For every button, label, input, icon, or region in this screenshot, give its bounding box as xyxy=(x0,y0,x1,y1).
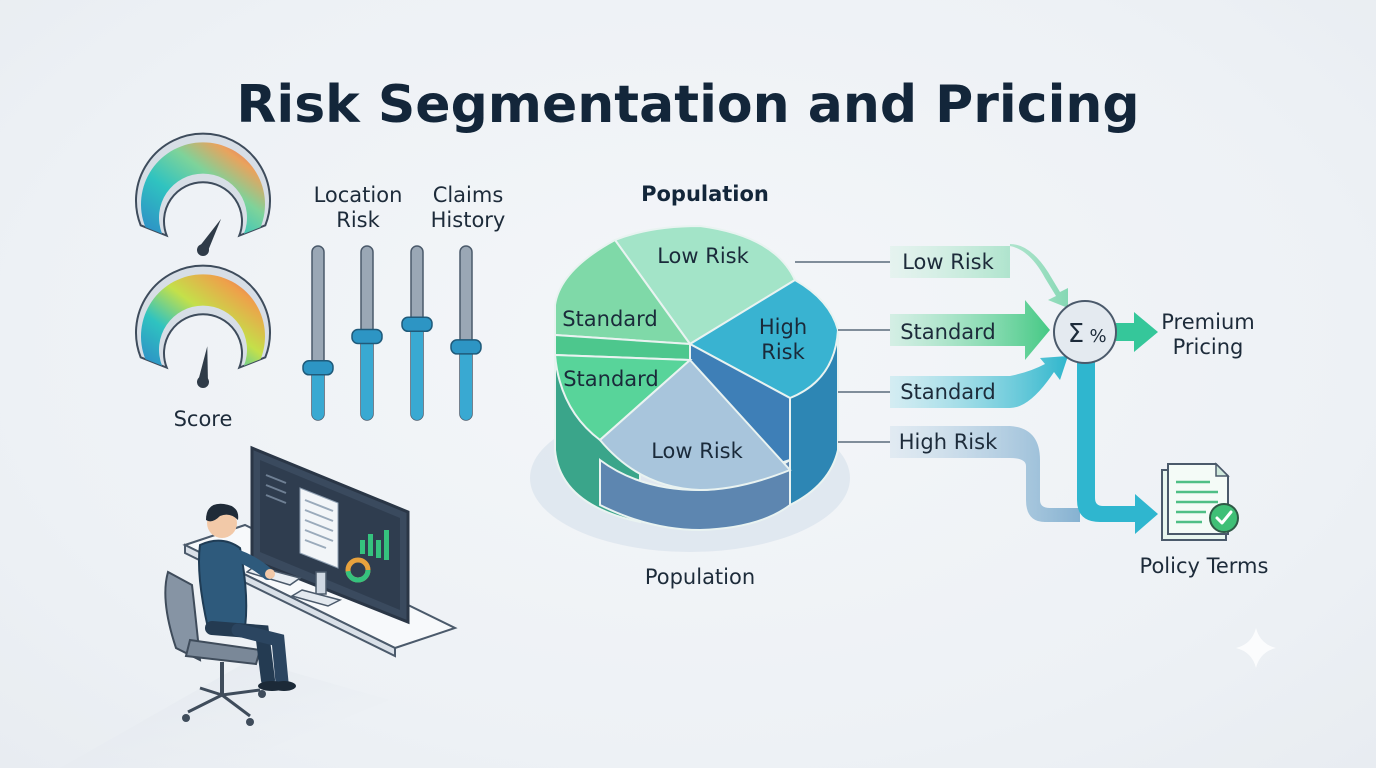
gauge-arc xyxy=(141,274,265,366)
flow-label: High Risk xyxy=(899,430,998,454)
gauge-needle xyxy=(198,346,208,383)
chair-seat xyxy=(184,638,262,666)
slider-knob[interactable] xyxy=(302,360,334,376)
slice-low-risk-bottom xyxy=(598,358,792,492)
percent-symbol: % xyxy=(1089,326,1106,347)
gauge-score: Score xyxy=(135,264,271,431)
screen-donut-segment xyxy=(345,557,371,583)
gauge-group: CreditScore xyxy=(135,132,271,431)
person-torso xyxy=(198,539,248,636)
screen-document-lines xyxy=(304,499,334,549)
analyst-illustration xyxy=(60,445,458,768)
arrow-high-risk xyxy=(890,426,1080,522)
arrow-standard-2 xyxy=(890,356,1068,408)
gauge-needle xyxy=(198,218,222,253)
population-bottom-label: Population xyxy=(645,565,755,589)
slider-knob[interactable] xyxy=(450,339,482,355)
floor-shadow xyxy=(60,660,390,768)
slider-knob[interactable] xyxy=(401,316,433,333)
flow-label: Low Risk xyxy=(902,250,994,274)
checkmark-icon xyxy=(1209,503,1239,533)
segment-label: Standard xyxy=(562,307,658,331)
slice-low-risk-top xyxy=(613,224,797,346)
slider-fill xyxy=(312,367,324,420)
slider-3[interactable] xyxy=(401,245,433,421)
page-title: Risk Segmentation and Pricing xyxy=(236,75,1139,135)
screen-document xyxy=(299,487,339,569)
segment-label: Standard xyxy=(563,367,659,391)
arrow-standard-1 xyxy=(890,300,1050,360)
sigma-symbol: Σ xyxy=(1068,319,1084,349)
monitor-stand xyxy=(315,571,327,595)
segment-label: Low Risk xyxy=(651,439,743,463)
slider-1[interactable] xyxy=(302,245,334,421)
calculator-circle xyxy=(1053,300,1117,364)
screen-bar-chart xyxy=(360,530,389,560)
policy-document-icon xyxy=(1161,462,1239,541)
slice-standard-top xyxy=(554,238,693,346)
arrow-to-premium xyxy=(1116,312,1158,352)
gauge-label: Score xyxy=(174,407,233,431)
screen-side-lines xyxy=(265,474,287,504)
arrow-low-risk xyxy=(890,244,1068,308)
gauge-arc xyxy=(141,142,265,234)
chair-base xyxy=(187,686,261,718)
chair-back xyxy=(164,570,202,662)
monitor-base xyxy=(290,589,343,607)
slider-fill xyxy=(361,336,373,420)
flow-label: Standard xyxy=(900,380,996,404)
flow-label: Standard xyxy=(900,320,996,344)
population-top-label: Population xyxy=(641,182,769,206)
slider-fill xyxy=(460,346,472,420)
pricing-calculator-node: Σ % xyxy=(1053,300,1117,364)
slice-high-risk xyxy=(687,278,840,400)
slider-group xyxy=(302,245,482,421)
wall-high-risk xyxy=(789,326,839,507)
flow-arrows xyxy=(795,244,1158,534)
arrow-to-policy xyxy=(1077,362,1158,534)
person-hair xyxy=(206,503,239,522)
policy-terms-label: Policy Terms xyxy=(1140,554,1269,578)
population-cylinder xyxy=(530,224,850,552)
slider-4[interactable] xyxy=(450,245,482,421)
sparkle-icon xyxy=(1236,628,1276,668)
slider-2[interactable] xyxy=(351,245,383,421)
slider-knob[interactable] xyxy=(351,328,383,345)
slider-fill xyxy=(411,324,423,420)
segment-label: Low Risk xyxy=(657,244,749,268)
